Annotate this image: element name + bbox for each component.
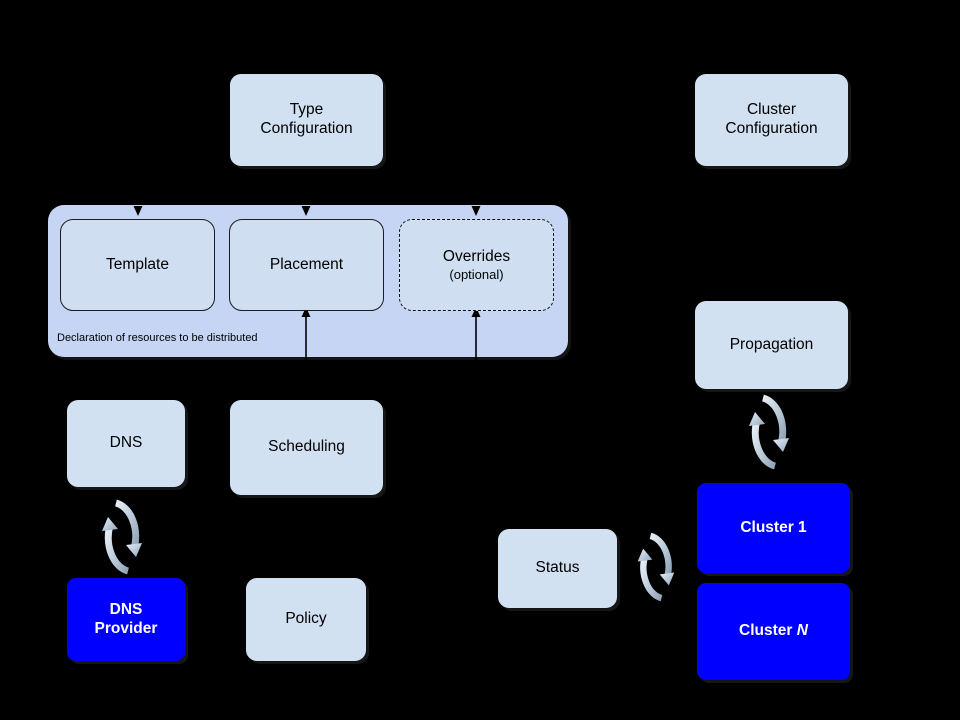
node-dns-provider-line2: Provider [94, 619, 158, 637]
node-cluster-1-label: Cluster 1 [740, 518, 807, 536]
status-sync-circular-sync-icon [623, 525, 689, 609]
connector-type-config-to-placement [294, 172, 318, 218]
node-type-configuration-line2: Configuration [260, 120, 353, 137]
node-scheduling[interactable]: Scheduling [230, 400, 383, 495]
node-type-configuration[interactable]: Type Configuration [230, 74, 383, 166]
propagation-sync-circular-sync-icon [733, 388, 805, 476]
node-dns-label: DNS [109, 434, 143, 452]
node-scheduling-label: Scheduling [268, 438, 345, 456]
node-placement[interactable]: Placement [229, 219, 384, 311]
node-cluster-1[interactable]: Cluster 1 [697, 483, 850, 573]
node-placement-label: Placement [269, 255, 344, 273]
node-propagation-label: Propagation [729, 335, 814, 353]
dns-sync-circular-sync-icon [86, 493, 158, 581]
node-cluster-configuration[interactable]: Cluster Configuration [695, 74, 848, 166]
node-dns-provider-line1: DNS [109, 600, 143, 618]
connector-scheduling-to-placement [294, 306, 318, 416]
node-overrides-label: Overrides [442, 247, 511, 265]
node-cluster-configuration-line2: Configuration [725, 120, 818, 137]
group-caption: Declaration of resources to be distribut… [57, 332, 258, 344]
connector-type-config-to-overrides [464, 172, 488, 218]
connector-type-config-to-template [126, 172, 150, 218]
node-policy-label: Policy [285, 610, 327, 628]
node-status[interactable]: Status [498, 529, 617, 608]
node-cluster-n[interactable]: Cluster N [697, 583, 850, 680]
node-cluster-configuration-line1: Cluster [746, 101, 797, 119]
node-type-configuration-line1: Type [289, 101, 324, 119]
node-dns[interactable]: DNS [67, 400, 185, 487]
node-propagation[interactable]: Propagation [695, 301, 848, 389]
connector-policy-to-overrides [464, 306, 488, 416]
node-overrides[interactable]: Overrides (optional) [399, 219, 554, 311]
node-cluster-n-prefix: Cluster [739, 622, 793, 640]
node-template-label: Template [106, 255, 169, 273]
node-policy[interactable]: Policy [246, 578, 366, 661]
node-overrides-sublabel: (optional) [449, 266, 504, 282]
node-dns-provider[interactable]: DNS Provider [67, 578, 185, 661]
node-status-label: Status [535, 559, 580, 577]
node-cluster-n-suffix: N [796, 622, 808, 640]
node-template[interactable]: Template [60, 219, 215, 311]
